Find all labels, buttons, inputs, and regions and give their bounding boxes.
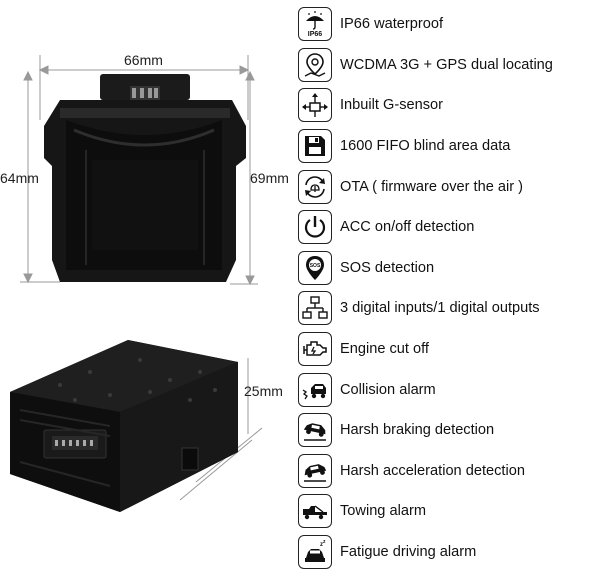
feature-label: WCDMA 3G + GPS dual locating — [340, 56, 553, 73]
sos-badge-text: SOS — [310, 263, 321, 269]
feature-item-collision: Collision alarm — [298, 369, 602, 410]
harsh-acceleration-icon — [298, 453, 332, 488]
floppy-disk-icon — [298, 129, 332, 164]
feature-label: Harsh acceleration detection — [340, 462, 525, 479]
power-icon — [298, 210, 332, 245]
height-left-dimension-label: 64mm — [0, 170, 39, 186]
feature-item-blind-data: 1600 FIFO blind area data — [298, 126, 602, 167]
sos-pin-icon: SOS — [298, 250, 332, 285]
feature-item-braking: Harsh braking detection — [298, 410, 602, 451]
fatigue-driving-icon: z z — [298, 535, 332, 570]
depth-dimension-label: 25mm — [244, 383, 283, 399]
feature-label: SOS detection — [340, 259, 435, 276]
feature-item-engine-cut: Engine cut off — [298, 329, 602, 370]
device-front-view — [44, 74, 246, 282]
width-dimension-label: 66mm — [124, 52, 163, 68]
height-right-dimension-label: 69mm — [250, 170, 289, 186]
svg-text:z: z — [323, 539, 326, 545]
waterproof-badge-text: IP66 — [308, 31, 323, 38]
product-dimensions-panel: 66mm 64mm 69mm 25mm — [0, 0, 290, 576]
feature-label: ACC on/off detection — [340, 219, 475, 236]
feature-item-g-sensor: Inbuilt G-sensor — [298, 85, 602, 126]
network-tree-icon — [298, 291, 332, 326]
feature-item-sos: SOS SOS detection — [298, 248, 602, 289]
feature-item-acceleration: Harsh acceleration detection — [298, 451, 602, 492]
device-perspective-view — [10, 340, 238, 512]
feature-item-acc: ACC on/off detection — [298, 207, 602, 248]
waterproof-icon: IP66 — [298, 7, 332, 42]
feature-label: Fatigue driving alarm — [340, 544, 477, 561]
feature-label: Engine cut off — [340, 341, 429, 358]
harsh-braking-icon — [298, 413, 332, 448]
feature-item-io: 3 digital inputs/1 digital outputs — [298, 288, 602, 329]
feature-item-ota: OTA ( firmware over the air ) — [298, 166, 602, 207]
feature-label: OTA ( firmware over the air ) — [340, 178, 523, 195]
feature-label: 1600 FIFO blind area data — [340, 138, 511, 155]
feature-label: 3 digital inputs/1 digital outputs — [340, 300, 540, 317]
feature-item-fatigue: z z Fatigue driving alarm — [298, 532, 602, 573]
feature-list: IP66 IP66 waterproof WCDMA 3G + GPS dual… — [298, 4, 602, 572]
engine-icon — [298, 332, 332, 367]
svg-text:z: z — [320, 542, 323, 548]
location-pin-icon — [298, 47, 332, 82]
towing-icon — [298, 494, 332, 529]
feature-item-towing: Towing alarm — [298, 491, 602, 532]
ota-update-icon — [298, 169, 332, 204]
feature-item-gps: WCDMA 3G + GPS dual locating — [298, 45, 602, 86]
feature-item-waterproof: IP66 IP66 waterproof — [298, 4, 602, 45]
feature-label: IP66 waterproof — [340, 16, 444, 33]
collision-icon — [298, 372, 332, 407]
g-sensor-icon — [298, 88, 332, 123]
feature-label: Harsh braking detection — [340, 422, 495, 439]
feature-label: Inbuilt G-sensor — [340, 97, 444, 114]
feature-label: Collision alarm — [340, 381, 436, 398]
product-illustration — [10, 55, 263, 512]
feature-label: Towing alarm — [340, 503, 426, 520]
